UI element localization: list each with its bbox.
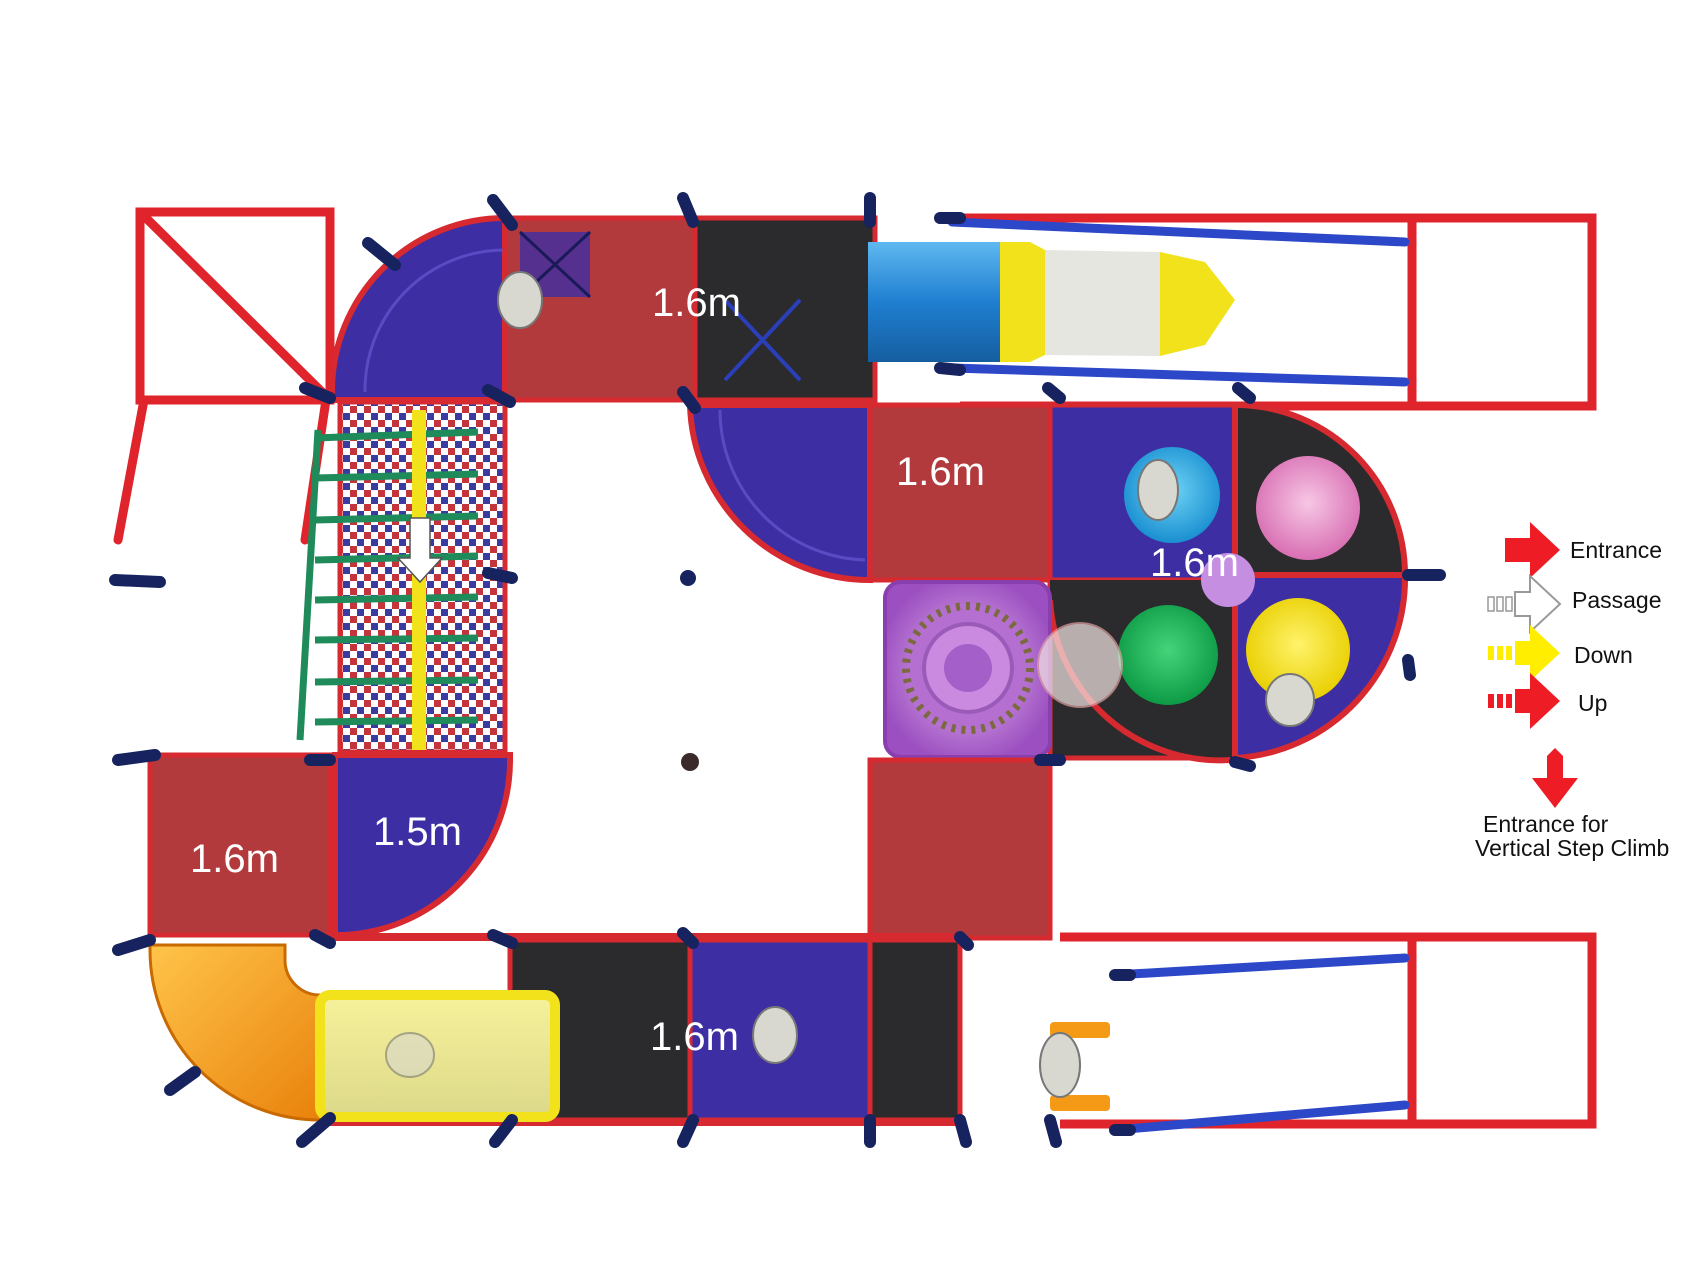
bottom-black-panel-2 xyxy=(867,937,963,1123)
down-arrow-marker xyxy=(396,517,444,584)
height-label-bottom-left: 1.6m xyxy=(190,837,279,881)
entrance-arrow-icon xyxy=(1505,522,1560,578)
vertical-entrance-arrow-icon xyxy=(1532,748,1578,808)
down-arrow-icon xyxy=(1515,625,1560,681)
height-label-center: 1.6m xyxy=(896,450,985,494)
top-black-panel xyxy=(692,215,878,403)
center-red-panel xyxy=(867,402,1053,583)
legend-entrance: Entrance xyxy=(1505,522,1662,578)
child-figure-icon xyxy=(385,271,1315,1098)
legend-vertical-line1: Entrance for xyxy=(1483,811,1609,837)
left-frame xyxy=(113,207,335,545)
up-arrow-icon xyxy=(1515,673,1560,729)
pink-ball xyxy=(1256,456,1360,560)
legend-down: Down xyxy=(1488,625,1633,681)
top-slide xyxy=(868,242,1235,362)
center-curved-panel xyxy=(686,402,873,584)
legend-vertical-climb: Entrance for Vertical Step Climb xyxy=(1475,748,1669,861)
orange-tube-bend xyxy=(148,943,332,1122)
green-ball xyxy=(1118,605,1218,705)
legend-passage-label: Passage xyxy=(1572,587,1662,613)
ramp-rails xyxy=(947,217,1410,1135)
bottom-left-curved-panel xyxy=(332,752,514,938)
legend-entrance-label: Entrance xyxy=(1570,537,1662,563)
center-lower-red-panel xyxy=(867,757,1053,941)
yellow-ball xyxy=(1246,598,1350,702)
legend-passage: Passage xyxy=(1487,573,1662,635)
small-purple-ball xyxy=(1201,553,1255,607)
height-label-top: 1.6m xyxy=(652,281,741,325)
legend-vertical-line2: Vertical Step Climb xyxy=(1475,835,1669,861)
passage-arrow-icon xyxy=(1514,573,1562,635)
support-poles xyxy=(109,192,1446,1148)
height-label-bottom-curve: 1.5m xyxy=(373,810,462,854)
height-label-bottom-middle: 1.6m xyxy=(650,1015,739,1059)
legend-up: Up xyxy=(1488,673,1607,729)
legend-down-label: Down xyxy=(1574,642,1633,668)
legend: Entrance Passage Down Up Entrance for V xyxy=(1475,522,1669,861)
height-label-right-cluster: 1.6m xyxy=(1150,541,1239,585)
bottom-left-red-panel xyxy=(147,752,333,938)
legend-up-label: Up xyxy=(1578,690,1607,716)
top-left-curved-panel xyxy=(329,214,508,403)
net-green-rungs xyxy=(296,428,479,741)
yellow-crawl-tube xyxy=(315,990,560,1122)
